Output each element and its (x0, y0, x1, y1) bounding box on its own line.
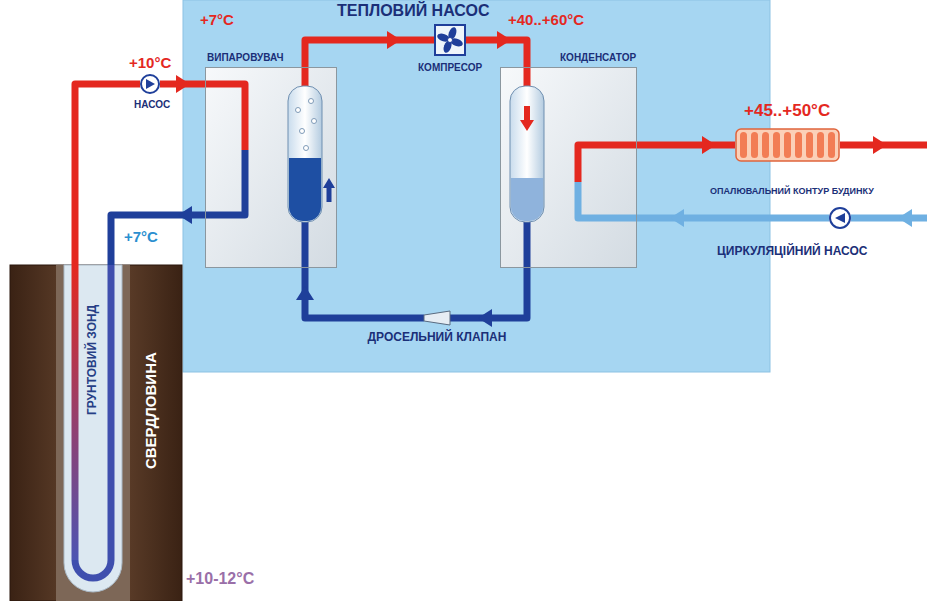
pump-symbol-shape (140, 74, 160, 94)
vessel-pipe (302, 218, 309, 268)
node-label: НАСОС (134, 99, 170, 111)
flow-arrow (898, 209, 912, 227)
arrow-head (478, 309, 492, 327)
pipe-connector (305, 268, 424, 318)
fan (436, 26, 464, 54)
radiator-fin (762, 132, 769, 158)
bubble (300, 129, 305, 134)
temperature-label: +7°C (200, 11, 234, 28)
probe-pipe-cold (75, 265, 111, 578)
condenser-vessel (510, 86, 544, 222)
flow-arrow (323, 178, 335, 202)
circulation-pump-shape (829, 207, 851, 229)
free-label: +10-12°C (186, 570, 254, 588)
radiator-fin (806, 132, 813, 158)
evaporator-box: ВИПАРОВУВАЧ (205, 67, 337, 268)
arrow-head (387, 31, 401, 49)
probe-pipe-warm (72, 265, 79, 560)
radiator-fin (828, 132, 835, 158)
vessel-pipe (524, 218, 531, 268)
node-label: ЦИРКУЛЯЦІЙНИЙ НАСОС (717, 245, 867, 259)
housing-panel (183, 0, 770, 372)
node-label: ВИПАРОВУВАЧ (207, 52, 283, 64)
heat-pump-housing: ТЕПЛОВИЙ НАСОС ВИПАРОВУВАЧ КОМПРЕСОР КОНДЕН… (183, 0, 770, 372)
flow-arrow (520, 106, 534, 131)
radiator-shape (735, 128, 840, 162)
valve-nozzle (424, 311, 450, 325)
throttle-valve-shape (424, 311, 450, 325)
ground-probe: ГРУНТОВИЙ ЗОНД (64, 265, 122, 592)
earth (10, 265, 182, 601)
arrow-head (176, 75, 190, 93)
flow-arrow (873, 136, 887, 154)
radiator-fin (795, 132, 802, 158)
temperature-label: +7°C (124, 228, 158, 245)
node-label: СВЕРДЛОВИНА (141, 352, 158, 469)
evaporator-vessel (288, 86, 322, 222)
pump-triangle (146, 79, 155, 89)
node-label: ДРОСЕЛЬНИЙ КЛАПАН (368, 331, 507, 345)
node-label: ГРУНТОВИЙ ЗОНД (86, 305, 100, 415)
probe-tube (64, 265, 122, 592)
bubble (304, 146, 309, 151)
evaporator-coil-cold (205, 150, 245, 215)
borehole: СВЕРДЛОВИНА ГРУНТОВИЙ ЗОНД (10, 265, 182, 601)
arrow-head (702, 136, 716, 154)
vessel-liquid (289, 158, 321, 182)
circulation-pump: ЦИРКУЛЯЦІЙНИЙ НАСОС (829, 207, 851, 229)
borehole-shaft (56, 265, 130, 601)
node-label: КОНДЕНСАТОР (560, 52, 636, 64)
node-label: +45..+50°C (744, 101, 830, 121)
compressor-icon: КОМПРЕСОР (434, 24, 466, 56)
evaporator-fill (205, 67, 337, 268)
compressor-icon-shape (434, 24, 466, 56)
bubble (309, 99, 314, 104)
arrow-head (178, 206, 192, 224)
pipe-connector (637, 142, 735, 149)
bubble (312, 119, 317, 124)
condenser-coil-warm (578, 145, 637, 182)
pipe-connector (637, 215, 829, 222)
radiator-fin (773, 132, 780, 158)
free-label: ОПАЛЮВАЛЬНИЙ КОНТУР БУДИНКУ (710, 186, 874, 196)
pump-body (141, 75, 159, 93)
arrow-head (497, 31, 511, 49)
fan-hub (448, 38, 453, 43)
arrow-head (296, 286, 314, 300)
radiator-fin (784, 132, 791, 158)
arrow-head (670, 209, 684, 227)
temperature-label: +10°C (129, 54, 171, 71)
radiator-fin (740, 132, 747, 158)
radiator-fin (817, 132, 824, 158)
node-label: ТЕПЛОВИЙ НАСОС (337, 2, 489, 20)
pump-body (830, 208, 850, 228)
pump-triangle (835, 213, 845, 223)
condenser-box: КОНДЕНСАТОР (500, 67, 637, 268)
compressor-frame (435, 25, 465, 55)
throttle-valve: ДРОСЕЛЬНИЙ КЛАПАН (424, 311, 450, 325)
radiator: +45..+50°C (735, 128, 840, 162)
radiator-fin (751, 132, 758, 158)
condenser-coil-cold (578, 182, 637, 218)
condenser-fill (500, 67, 637, 268)
vessel-liquid (511, 178, 543, 198)
pump-symbol: НАСОС (140, 74, 160, 94)
vessel-liquid (511, 178, 543, 221)
radiator-body (736, 129, 839, 161)
evaporator-coil-warm (205, 84, 245, 150)
pipe-connector (450, 268, 527, 318)
heating-return-pipe (851, 215, 927, 222)
temperature-label: +40..+60°C (508, 11, 584, 28)
vessel-liquid (289, 158, 321, 221)
pipe-connector (305, 40, 434, 67)
bubble (296, 108, 301, 113)
node-label: КОМПРЕСОР (418, 62, 482, 74)
